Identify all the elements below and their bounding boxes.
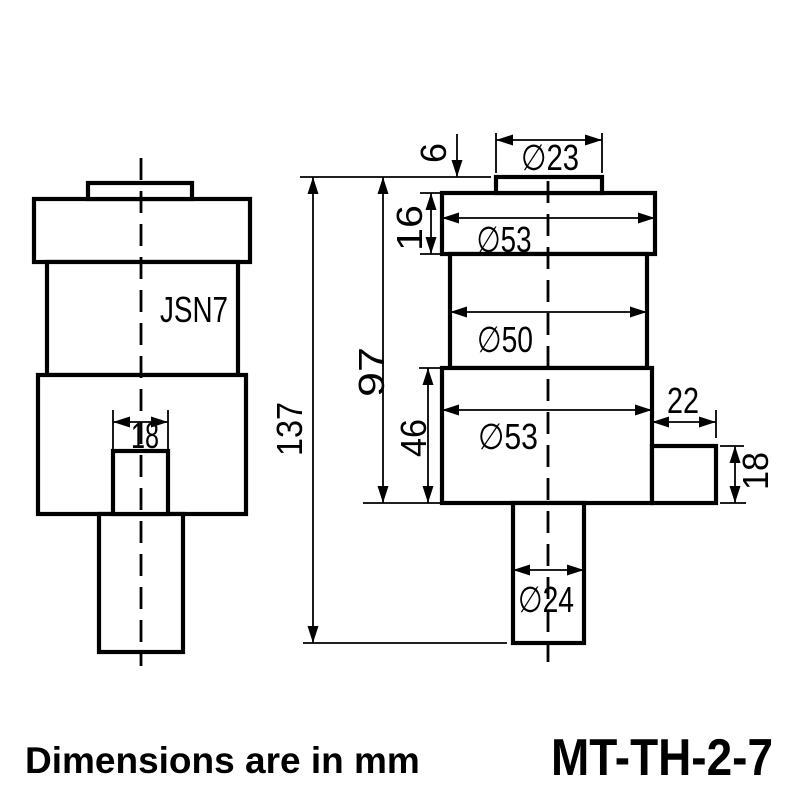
body-material-label: JSN7 (160, 289, 228, 330)
dim-label-tab-height: 18 (735, 452, 776, 490)
title-block: Dimensions are in mm MT-TH-2-7 (25, 729, 773, 787)
dim-label-lower-flange-height: 46 (393, 419, 434, 457)
dim-label-top-flange-height: 16 (389, 205, 430, 251)
dim-label-body-dia: ∅50 (477, 319, 533, 360)
dim-label-shaft-dia: ∅24 (518, 579, 574, 620)
dim-label-lower-flange-dia: ∅53 (478, 416, 538, 457)
left-view: 18 JSN7 (31, 158, 253, 666)
units-note: Dimensions are in mm (25, 740, 420, 781)
dim-label-top-flange-dia: ∅53 (477, 219, 532, 260)
dim-label-overall-height: 137 (269, 402, 310, 456)
part-number: MT-TH-2-7 (551, 729, 773, 787)
left-view-body (44, 259, 241, 378)
dim-label-upper-height: 97 (351, 347, 392, 397)
dim-label-slot-width: 18 (131, 415, 159, 456)
right-view-side-tab (649, 443, 719, 506)
right-view: ∅23 6 ∅53 16 ∅50 ∅53 46 (269, 133, 776, 662)
dim-label-tab-width: 22 (667, 380, 699, 421)
dim-label-boss-dia: ∅23 (521, 137, 579, 178)
dim-label-boss-height: 6 (413, 143, 454, 163)
